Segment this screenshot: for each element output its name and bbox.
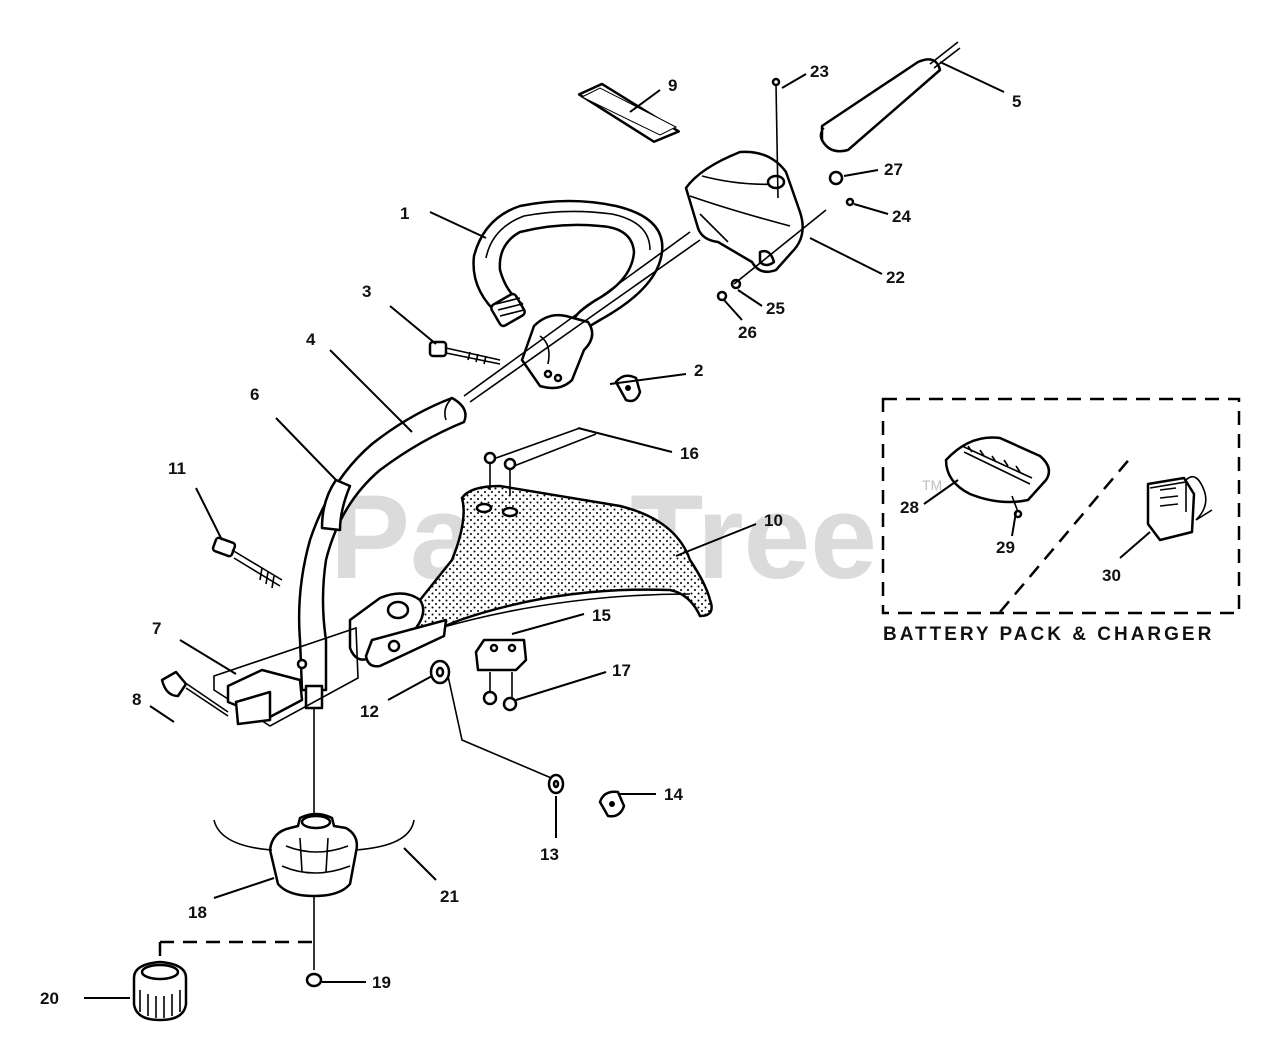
nut-26-part [716, 290, 728, 302]
callout-2: 2 [694, 361, 703, 380]
spool-head-part [268, 812, 359, 898]
callout-15: 15 [592, 606, 611, 625]
screw-23-part [771, 77, 781, 199]
clip-14-part [598, 790, 626, 818]
upper-shaft-part [819, 41, 961, 153]
callout-27: 27 [884, 160, 903, 179]
lower-shaft-part [297, 231, 701, 820]
hardware-axis-line [733, 209, 827, 285]
knob-20-part [132, 940, 316, 1022]
battery-box: BATTERY PACK & CHARGER [881, 397, 1241, 645]
nut-27-part [828, 170, 844, 186]
callout-24: 24 [892, 207, 911, 226]
callout-30: 30 [1102, 566, 1121, 585]
callout-11: 11 [168, 459, 186, 478]
charger-30-part [1146, 475, 1213, 542]
callout-28: 28 [900, 498, 919, 517]
nut-19-part [305, 896, 323, 988]
trimmer-line-part [213, 819, 415, 851]
callout-21: 21 [440, 887, 459, 906]
nuts-17-part [482, 672, 518, 712]
callout-12: 12 [360, 702, 379, 721]
callout-20: 20 [40, 989, 59, 1008]
callout-10: 10 [764, 511, 783, 530]
callout-18: 18 [188, 903, 207, 922]
callout-23: 23 [810, 62, 829, 81]
decal-label-part [577, 82, 681, 143]
callout-5: 5 [1012, 92, 1021, 111]
callout-16: 16 [680, 444, 699, 463]
mounting-bracket-part [213, 626, 359, 727]
callout-8: 8 [132, 690, 141, 709]
block-15-part [474, 638, 528, 672]
bolt-11-part [211, 536, 283, 589]
motor-housing-bracket-part [684, 150, 804, 273]
callout-17: 17 [612, 661, 631, 680]
callout-6: 6 [250, 385, 259, 404]
callout-9: 9 [668, 76, 677, 95]
callout-22: 22 [886, 268, 905, 287]
leader-lines [84, 61, 1151, 999]
callout-4: 4 [306, 330, 316, 349]
screw-3-part [428, 340, 501, 365]
screws-16-part [475, 427, 597, 518]
callout-19: 19 [372, 973, 391, 992]
bolt-8-part [160, 670, 229, 717]
callout-7: 7 [152, 619, 161, 638]
callout-13: 13 [540, 845, 559, 864]
callout-labels: 1 2 3 4 5 6 7 8 9 10 11 12 13 14 15 16 1… [40, 62, 1121, 1008]
shaft-label-part [320, 478, 352, 532]
callout-3: 3 [362, 282, 371, 301]
callout-14: 14 [664, 785, 683, 804]
washer-13-part [547, 773, 565, 795]
callout-29: 29 [996, 538, 1015, 557]
battery-pack-28-part [944, 436, 1051, 504]
svg-text:TM: TM [922, 477, 942, 493]
callout-25: 25 [766, 299, 785, 318]
washer-25-part [730, 278, 742, 290]
washer-12-part [429, 659, 557, 781]
grass-guard-part [348, 484, 713, 668]
screw-24-part [845, 197, 855, 207]
loop-handle-part [472, 199, 664, 390]
callout-26: 26 [738, 323, 757, 342]
callout-1: 1 [400, 204, 409, 223]
battery-box-caption: BATTERY PACK & CHARGER [883, 624, 1214, 645]
